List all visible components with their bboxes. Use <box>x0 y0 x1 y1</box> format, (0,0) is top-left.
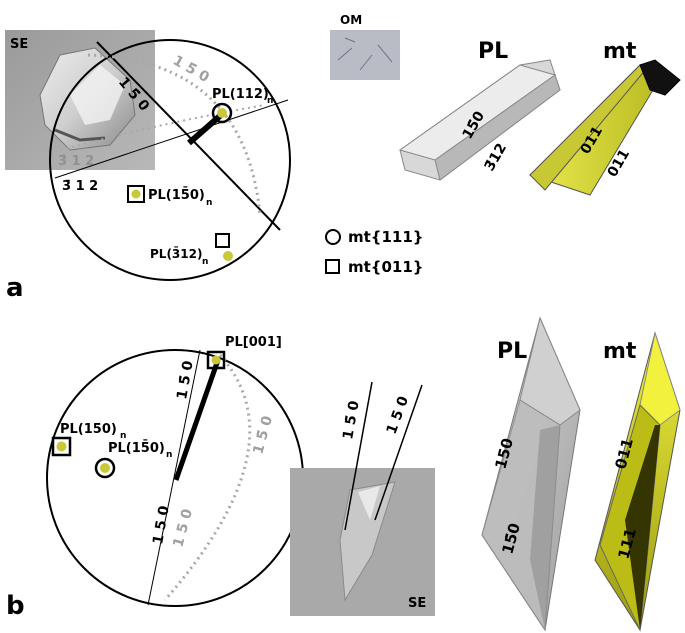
trace-label-1m50-black-b: 1 5̄ 0 <box>174 359 197 400</box>
pl-title-a: PL <box>478 39 508 64</box>
panel-label-a: a <box>6 273 24 303</box>
trace-label-312-black-a: 3̄ 1 2 <box>62 179 98 194</box>
om-image: OM <box>330 13 400 80</box>
trace-label-150-gray-a: 1 5̄ 0 <box>170 53 212 86</box>
subscript-n: n <box>166 450 172 460</box>
pole-pl001-b: PL[001] <box>206 335 282 370</box>
legend-square-label: mt{011} <box>348 258 423 276</box>
legend-circle-label: mt{111} <box>348 228 423 246</box>
se-image-a: SE <box>5 30 155 170</box>
trace-150-arc-a <box>87 53 262 216</box>
pole-pl1m50-b: PL(15̄0) n <box>94 440 172 479</box>
trace-label-img-1m50: 1 5̄ 0 <box>340 399 363 440</box>
pole-label-pl1m50-b: PL(15̄0) <box>108 440 165 456</box>
legend-a: mt{111} mt{011} <box>325 228 423 276</box>
panel-label-b: b <box>6 591 25 621</box>
trace-label-1m50-gray-b: 1 5̄ 0 <box>250 414 276 456</box>
pl-title-b: PL <box>497 339 527 364</box>
trace-312-arc-a <box>54 104 266 153</box>
pole-label-pl001-b: PL[001] <box>225 335 282 350</box>
pole-label-pl150-b: PL(150) <box>60 422 117 437</box>
trace-label-img-150: 1 5 0 <box>384 394 412 436</box>
se-image-b: 1 5̄ 0 1 5 0 SE <box>290 381 435 616</box>
subscript-n: n <box>267 96 273 106</box>
subscript-n: n <box>202 257 208 267</box>
trace-line-b <box>147 349 201 606</box>
stereo-circle-a <box>49 39 291 281</box>
pole-label-pl112-a: PL(112) <box>212 87 269 102</box>
mt-crystal-b: mt 011 111 <box>594 331 681 632</box>
pole-label-pl312-a: PL(3̄12) <box>150 246 202 261</box>
legend-square-icon <box>325 259 340 274</box>
mt-crystal-a: mt 011 011 <box>529 39 681 196</box>
subscript-n: n <box>206 198 212 208</box>
pl-crystal-a: PL 15̄0 3̄12 <box>398 39 561 181</box>
legend-circle-icon <box>325 229 341 245</box>
pole-label-pl150-a: PL(15̄0) <box>148 187 205 203</box>
trace-312-line-a <box>54 99 289 179</box>
pole-pl150-a: PL(15̄0) n <box>127 185 212 208</box>
mt-title-a: mt <box>603 39 637 64</box>
trace-150-line-a <box>96 41 281 231</box>
mt-title-b: mt <box>603 339 637 364</box>
panel-b: 1 5̄ 0 1 5 0 1 5̄ 0 1 5 0 PL[001] PL(150… <box>6 316 681 632</box>
pole-001-rod-b <box>173 359 221 481</box>
se-label-b: SE <box>408 596 426 611</box>
om-label: OM <box>340 13 362 27</box>
subscript-n: n <box>120 431 126 441</box>
se-label-a: SE <box>10 37 28 52</box>
panel-a: SE 1 5̄ 0 1 5̄ 0 3̄ 1 2 3̄ 1 2 PL(112) n… <box>5 13 681 303</box>
pole-pl112-a: PL(112) n <box>211 87 273 124</box>
trace-label-312-gray-a: 3̄ 1 2 <box>58 154 94 169</box>
pole-pl150-b: PL(150) n <box>51 422 126 457</box>
pole-pl312-a: PL(3̄12) n <box>150 233 233 267</box>
trace-label-150-black-b: 1 5 0 <box>150 504 173 545</box>
pl-crystal-b: PL 150 15̄0 <box>481 316 581 632</box>
trace-label-150-gray-b: 1 5 0 <box>170 507 196 549</box>
